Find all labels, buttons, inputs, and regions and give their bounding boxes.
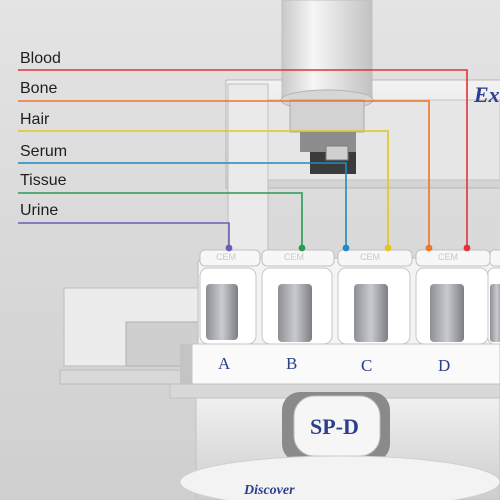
- legend-label-hair: Hair: [20, 111, 50, 128]
- legend-label-serum: Serum: [20, 143, 68, 160]
- slot-label-d: D: [438, 356, 451, 375]
- legend-label-blood: Blood: [20, 50, 61, 67]
- vessel-mark: CEM: [216, 252, 236, 262]
- leader-dot-urine: [225, 244, 233, 252]
- leader-dot-hair: [384, 244, 392, 252]
- vessel-mark: CEM: [360, 252, 380, 262]
- legend-label-bone: Bone: [20, 80, 58, 97]
- leader-dot-bone: [425, 244, 433, 252]
- vessel-mark: CEM: [284, 252, 304, 262]
- leader-line-bone: [18, 100, 430, 246]
- vertical-column: [281, 0, 373, 101]
- leader-dot-blood: [463, 244, 471, 252]
- discover-logo: Discover: [244, 483, 295, 498]
- vessel-caps: [199, 249, 500, 267]
- slot-label-a: A: [218, 354, 231, 373]
- vessel-compartments: [199, 267, 500, 345]
- leader-dot-tissue: [298, 244, 306, 252]
- leader-line-tissue: [18, 192, 303, 246]
- legend-label-tissue: Tissue: [20, 172, 67, 189]
- leader-dot-serum: [342, 244, 350, 252]
- vessel-mark: CEM: [438, 252, 458, 262]
- sp-d-logo: SP-D: [310, 414, 359, 439]
- leader-line-serum: [18, 162, 347, 246]
- leader-line-urine: [18, 222, 230, 246]
- slot-label-b: B: [286, 354, 298, 373]
- slot-label-c: C: [361, 356, 373, 375]
- leader-line-blood: [18, 69, 468, 246]
- legend-label-urine: Urine: [20, 202, 59, 219]
- leader-line-hair: [18, 130, 389, 246]
- top-logo-fragment: Ex: [474, 82, 500, 107]
